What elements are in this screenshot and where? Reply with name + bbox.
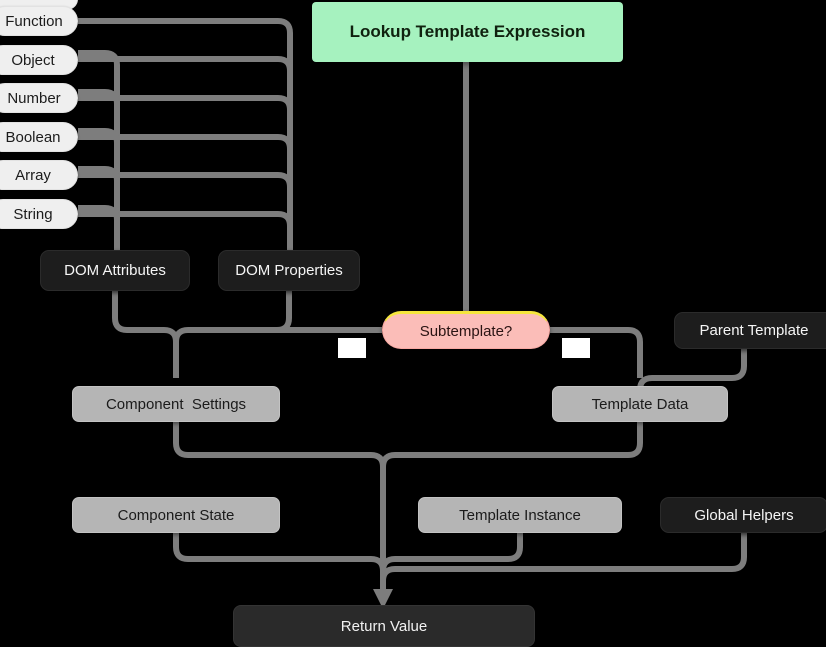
edge-label-yes: [562, 338, 590, 358]
edge-component-state-to-return-value: [173, 533, 386, 572]
node-component-settings[interactable]: Component Settings: [72, 386, 280, 422]
edge-boolean-to-dom-properties: [78, 134, 293, 150]
edge-label-no: [338, 338, 366, 358]
node-dom-attributes[interactable]: DOM Attributes: [40, 250, 190, 291]
arrowhead-return-value: [373, 589, 393, 609]
edge-global-helpers-to-return-value: [380, 533, 747, 582]
edge-template-data-to-merge: [380, 422, 643, 468]
node-dom-properties[interactable]: DOM Properties: [218, 250, 360, 291]
edge-string-to-dom-attributes: [78, 205, 120, 221]
edge-array-to-dom-attributes: [78, 166, 120, 182]
edge-dom-attributes-to-merge: [112, 291, 179, 378]
edge-string-to-dom-properties: [78, 211, 293, 227]
edge-array-to-dom-properties: [78, 172, 293, 188]
node-parent-template[interactable]: Parent Template: [674, 312, 826, 349]
edge-dom-properties-to-merge: [173, 291, 292, 343]
edge-function-to-dom-properties: [78, 18, 293, 250]
edge-template-instance-to-return-value: [380, 533, 523, 572]
edge-subtemplate-yes-to-template-data: [550, 327, 643, 378]
type-pill-function[interactable]: Function: [0, 6, 78, 36]
edge-parent-template-to-template-data: [637, 349, 747, 391]
type-pill-string[interactable]: String: [0, 199, 78, 229]
node-lookup-template-expression[interactable]: Lookup Template Expression: [312, 2, 623, 62]
node-return-value[interactable]: Return Value: [233, 605, 535, 647]
edge-object-to-dom-properties: [78, 56, 293, 72]
edge-boolean-to-dom-attributes: [78, 128, 120, 144]
type-pill-number[interactable]: Number: [0, 83, 78, 113]
node-component-state[interactable]: Component State: [72, 497, 280, 533]
type-pill-object[interactable]: Object: [0, 45, 78, 75]
type-pill-array[interactable]: Array: [0, 160, 78, 190]
edge-object-to-dom-attributes: [78, 50, 120, 250]
edge-number-to-dom-properties: [78, 95, 293, 111]
node-template-instance[interactable]: Template Instance: [418, 497, 622, 533]
node-subtemplate-decision[interactable]: Subtemplate?: [382, 311, 550, 349]
type-pill-boolean[interactable]: Boolean: [0, 122, 78, 152]
node-global-helpers[interactable]: Global Helpers: [660, 497, 826, 533]
edge-number-to-dom-attributes: [78, 89, 120, 105]
node-template-data[interactable]: Template Data: [552, 386, 728, 422]
